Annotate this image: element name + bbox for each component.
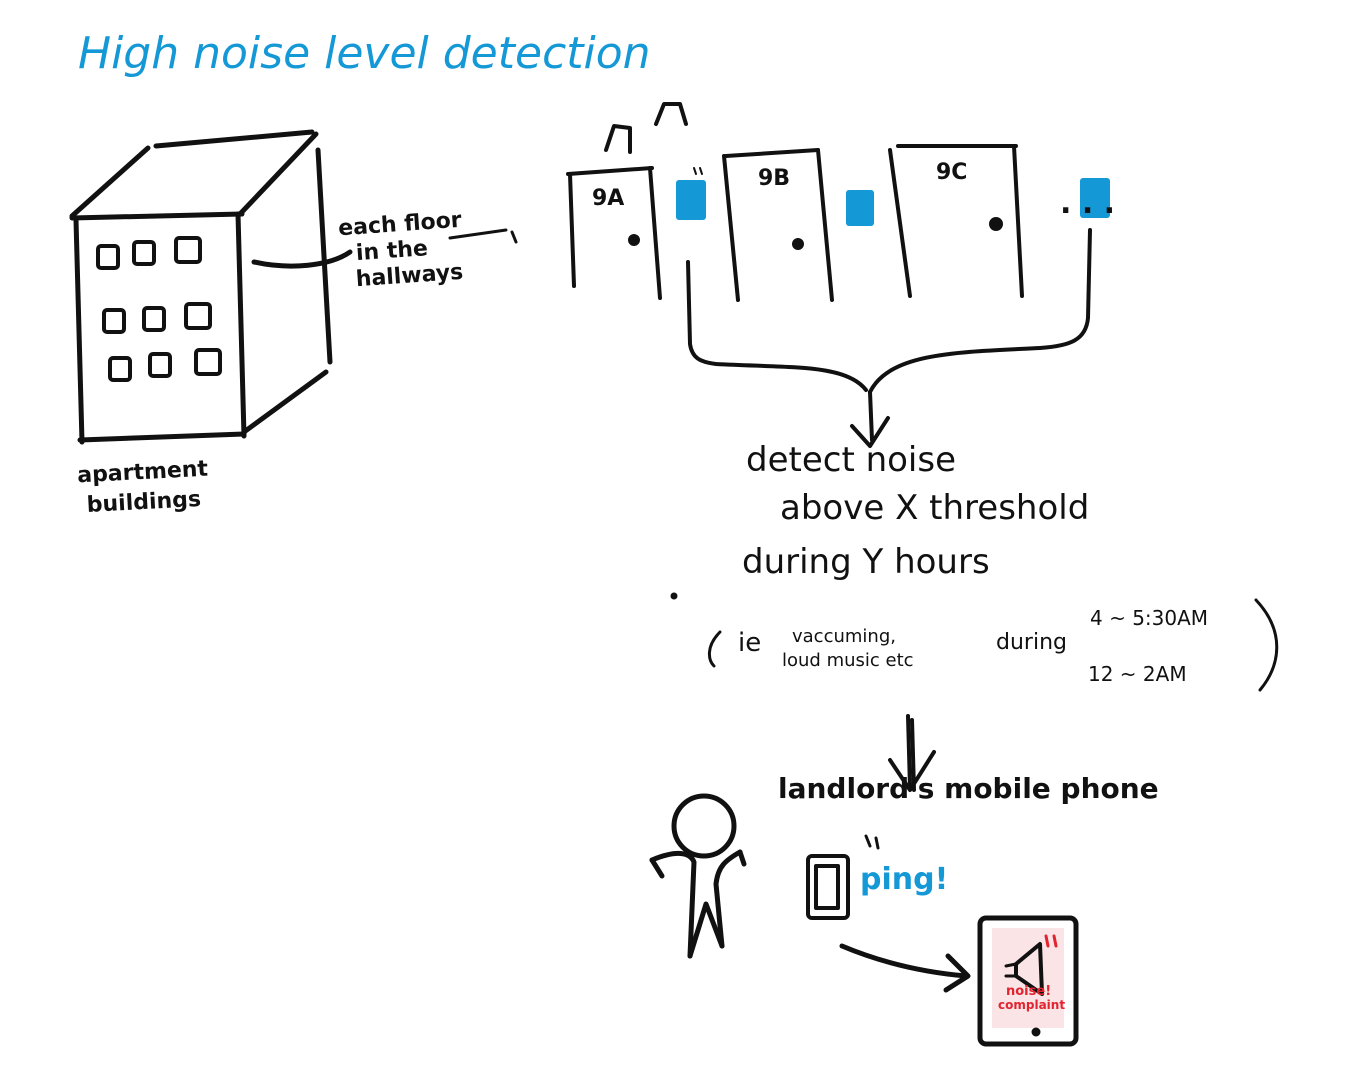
music-notes-icon — [604, 102, 688, 154]
floor-label: each floor in the hallways — [337, 208, 466, 294]
example-time1: 4 ~ 5:30AM — [1090, 606, 1209, 630]
page-title: High noise level detection — [78, 28, 651, 79]
condition-line2: above X threshold — [780, 488, 1090, 528]
alert-line2: complaint — [998, 998, 1066, 1012]
example-a: vaccuming, — [792, 626, 896, 647]
example-during: during — [996, 630, 1067, 655]
condition-line1: detect noise — [746, 440, 957, 480]
example-b: loud music etc — [782, 650, 914, 671]
example-parentheses — [670, 592, 1279, 692]
building-label-line2: buildings — [86, 487, 202, 518]
example-time2: 12 ~ 2AM — [1088, 662, 1187, 686]
landlord-figure — [649, 793, 747, 959]
condition-line3: during Y hours — [742, 542, 990, 582]
alert-line1: noise! — [1006, 984, 1052, 999]
ping-label: ping! — [860, 862, 949, 897]
example-ie: ie — [738, 628, 762, 658]
door-label-9c: 9C — [936, 160, 968, 185]
apartment-building — [69, 129, 353, 445]
sensor-bracket — [686, 228, 1092, 448]
phone-icon — [806, 834, 880, 920]
alert-arrow-icon — [839, 943, 971, 993]
building-windows — [96, 236, 222, 382]
landlord-phone-label: landlord's mobile phone — [778, 772, 1159, 805]
hallway-doors — [566, 144, 1024, 302]
down-arrow-icon — [888, 714, 936, 792]
floor-arrow-icon — [448, 228, 518, 244]
door-label-9b: 9B — [758, 166, 791, 191]
phone-alert-icon — [977, 915, 1079, 1047]
noise-sensors — [676, 167, 1110, 226]
ellipsis: . . . — [1060, 186, 1116, 221]
door-label-9a: 9A — [592, 186, 625, 211]
building-label: apartment buildings — [77, 455, 211, 522]
